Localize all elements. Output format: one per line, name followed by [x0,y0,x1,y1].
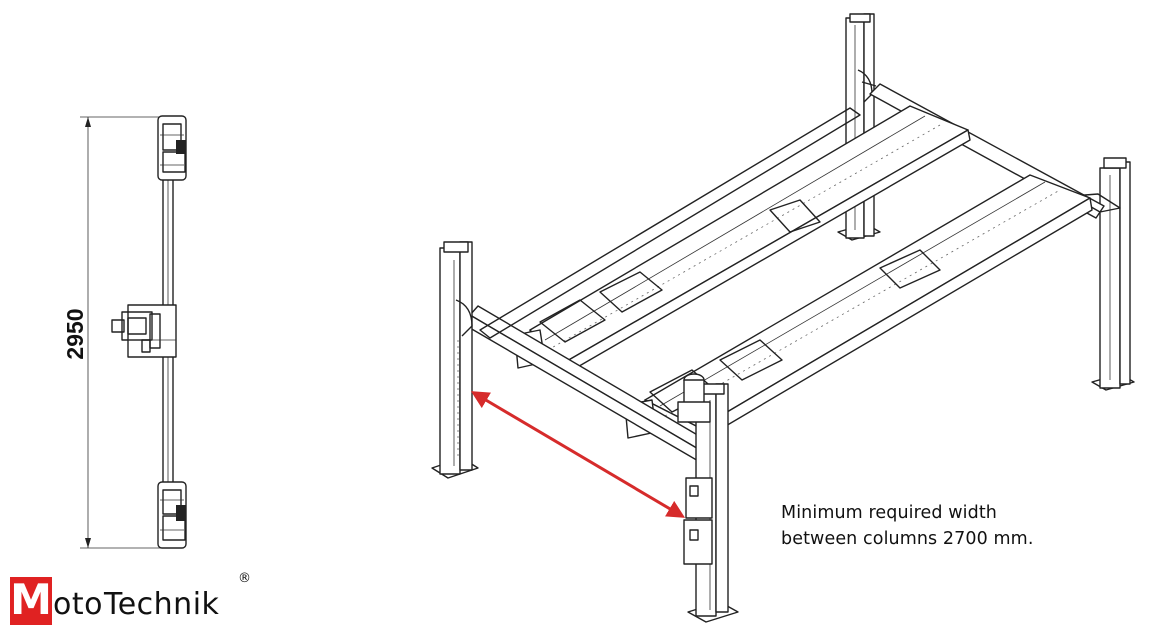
logo-word-moto: oto [53,587,103,622]
left-runway [514,105,971,377]
center-beam [479,107,861,339]
logo-word-technik: Technik [103,587,220,622]
width-note-line2: between columns 2700 mm. [781,529,1034,549]
top-view: 2950 [62,115,187,549]
logo-initial: M [10,575,52,625]
front-left-column [431,241,479,479]
back-right-column [1091,157,1135,391]
width-note: Minimum required width between columns 2… [781,500,1034,552]
width-note-line1: Minimum required width [781,503,997,523]
dimension-label: 2950 [62,308,88,359]
logo-registered-mark: ® [238,571,251,586]
bottom-column [157,481,187,549]
middle-power-unit [111,304,177,358]
width-arrow [470,391,686,518]
brand-logo: M oto Technik ® [10,571,251,625]
top-column [157,115,187,181]
front-right-column [677,373,739,623]
dimension-line [80,116,165,549]
